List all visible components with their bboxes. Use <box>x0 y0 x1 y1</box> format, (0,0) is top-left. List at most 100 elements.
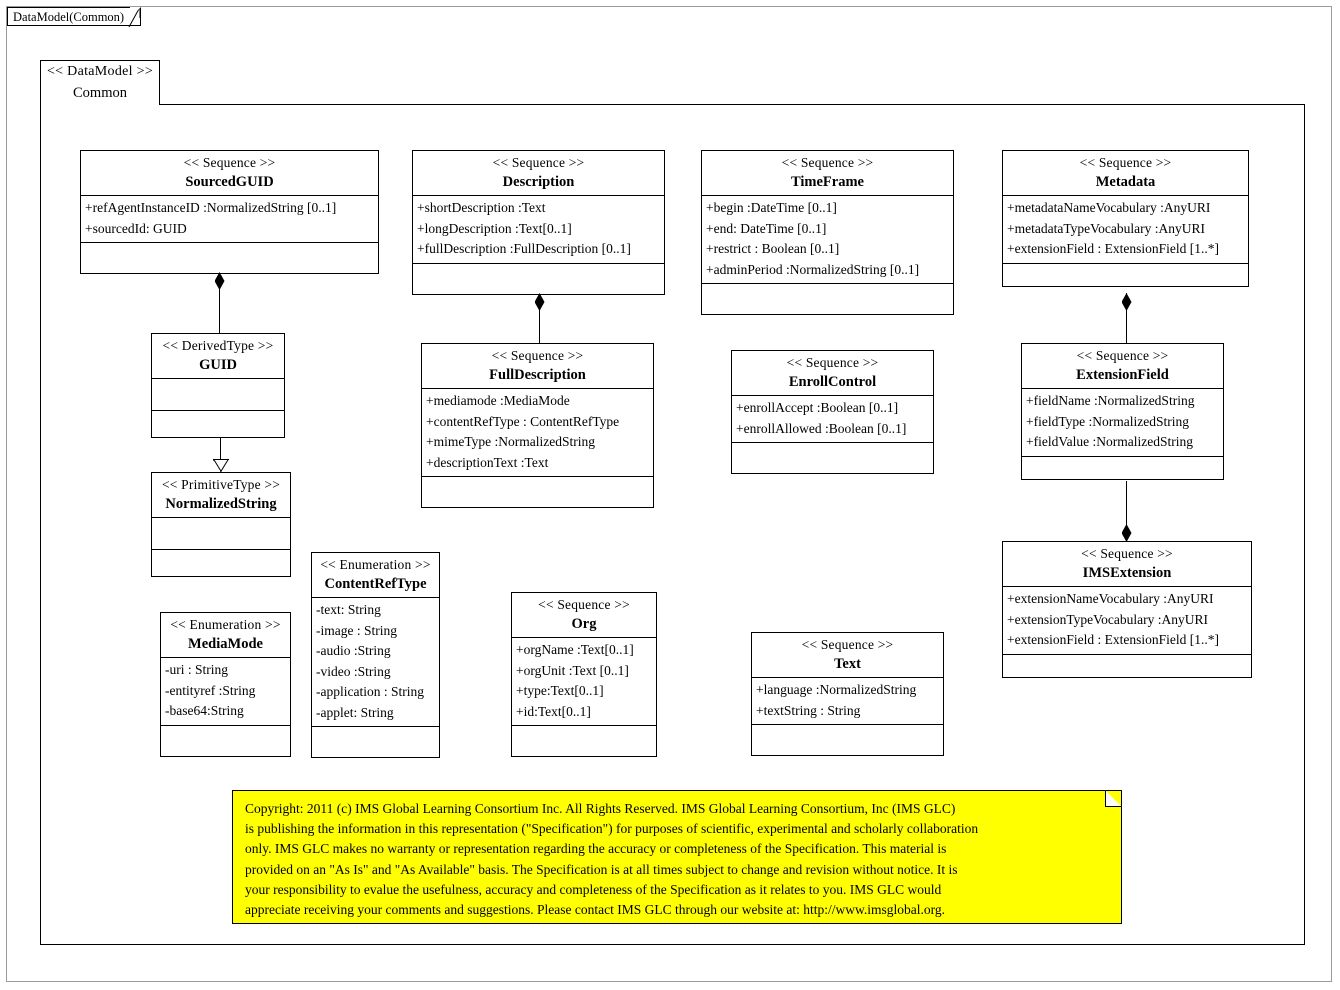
attribute-row: +begin :DateTime [0..1] <box>706 200 837 215</box>
class-operations <box>422 477 653 507</box>
attribute-row: -image : String <box>316 622 397 638</box>
class-header: << Enumeration >> MediaMode <box>161 613 290 658</box>
class-operations <box>81 243 378 273</box>
class-stereotype: << Sequence >> <box>1081 546 1173 561</box>
attribute-row: +fieldName :NormalizedString <box>1026 393 1195 408</box>
class-operations <box>1003 655 1251 677</box>
class-stereotype: << Sequence >> <box>1076 348 1169 363</box>
class-operations <box>152 550 290 576</box>
attribute-row: -text: String <box>316 602 381 617</box>
connector-guid-normalizedstring <box>220 425 221 472</box>
class-contentreftype[interactable]: << Enumeration >> ContentRefType -text: … <box>311 552 440 758</box>
attribute-row: +mimeType :NormalizedString <box>426 434 596 449</box>
class-operations <box>413 264 664 294</box>
class-guid[interactable]: << DerivedType >> GUID <box>151 333 285 438</box>
note-line: Copyright: 2011 (c) IMS Global Learning … <box>245 801 956 816</box>
class-operations <box>1003 264 1248 286</box>
class-stereotype: << DerivedType >> <box>162 338 274 353</box>
class-stereotype: << Enumeration >> <box>170 617 281 632</box>
copyright-note: Copyright: 2011 (c) IMS Global Learning … <box>232 790 1122 924</box>
connector-sourcedguid-guid <box>219 272 220 333</box>
class-name: Metadata <box>1095 174 1156 190</box>
note-line: is publishing the information in this re… <box>245 821 979 837</box>
attribute-row: -application : String <box>316 684 424 699</box>
class-header: << Sequence >> Description <box>413 151 664 196</box>
attribute-row: +sourcedId: GUID <box>85 220 187 236</box>
class-name: MediaMode <box>188 636 263 652</box>
class-name: Text <box>834 656 861 672</box>
class-attributes: +mediamode :MediaMode +contentRefType : … <box>422 389 653 477</box>
class-attributes: +language :NormalizedString +textString … <box>752 678 943 725</box>
class-attributes: +shortDescription :Text +longDescription… <box>413 196 664 264</box>
class-name: ExtensionField <box>1076 367 1169 383</box>
attribute-row: +fieldValue :NormalizedString <box>1026 434 1193 449</box>
class-name: NormalizedString <box>165 496 277 512</box>
class-attributes: +fieldName :NormalizedString +fieldType … <box>1022 389 1223 457</box>
attribute-row: +shortDescription :Text <box>417 200 546 215</box>
attribute-row: +refAgentInstanceID :NormalizedString [0… <box>85 200 337 215</box>
class-enrollcontrol[interactable]: << Sequence >> EnrollControl +enrollAcce… <box>731 350 934 474</box>
class-stereotype: << Sequence >> <box>538 597 630 612</box>
class-stereotype: << Sequence >> <box>1079 155 1172 170</box>
note-line: provided on an "As Is" and "As Available… <box>245 861 958 877</box>
attribute-row: -audio :String <box>316 643 391 658</box>
connector-metadata-extensionfield <box>1126 293 1127 343</box>
class-header: << Enumeration >> ContentRefType <box>312 553 439 598</box>
frame-tab-label: DataModel(Common) <box>13 10 125 24</box>
class-operations <box>512 726 656 756</box>
class-operations <box>732 443 933 473</box>
class-attributes: -uri : String -entityref :String -base64… <box>161 658 290 726</box>
class-org[interactable]: << Sequence >> Org +orgName :Text[0..1] … <box>511 592 657 757</box>
attribute-row: +textString : String <box>756 702 861 718</box>
class-attributes: +orgName :Text[0..1] +orgUnit :Text [0..… <box>512 638 656 726</box>
attribute-row: +id:Text[0..1] <box>516 703 591 719</box>
package-name: Common <box>73 85 127 101</box>
frame-tab: DataModel(Common) <box>7 7 142 28</box>
class-operations <box>152 411 284 437</box>
attribute-row: +extensionField : ExtensionField [1..*] <box>1007 241 1219 256</box>
attribute-row: +contentRefType : ContentRefType <box>426 413 620 429</box>
class-name: ContentRefType <box>324 576 427 592</box>
class-header: << Sequence >> Text <box>752 633 943 678</box>
class-header: << Sequence >> Org <box>512 593 656 638</box>
class-header: << PrimitiveType >> NormalizedString <box>152 473 290 518</box>
class-operations <box>752 725 943 755</box>
class-header: << Sequence >> TimeFrame <box>702 151 953 196</box>
attribute-row: +type:Text[0..1] <box>516 683 604 698</box>
attribute-row: +enrollAllowed :Boolean [0..1] <box>736 420 907 436</box>
class-fulldescription[interactable]: << Sequence >> FullDescription +mediamod… <box>421 343 654 508</box>
class-name: Description <box>502 174 575 190</box>
attribute-row: +metadataNameVocabulary :AnyURI <box>1007 200 1211 215</box>
attribute-row: -uri : String <box>165 662 228 677</box>
attribute-row: +fieldType :NormalizedString <box>1026 413 1190 429</box>
class-attributes: +enrollAccept :Boolean [0..1] +enrollAll… <box>732 396 933 443</box>
class-text[interactable]: << Sequence >> Text +language :Normalize… <box>751 632 944 756</box>
class-imsextension[interactable]: << Sequence >> IMSExtension +extensionNa… <box>1002 541 1252 678</box>
attribute-row: -base64:String <box>165 703 244 718</box>
class-operations <box>312 727 439 757</box>
note-text: Copyright: 2011 (c) IMS Global Learning … <box>233 791 1121 920</box>
class-operations <box>1022 457 1223 479</box>
class-stereotype: << PrimitiveType >> <box>161 477 281 492</box>
attribute-row: -applet: String <box>316 704 394 720</box>
class-sourcedguid[interactable]: << Sequence >> SourcedGUID +refAgentInst… <box>80 150 379 274</box>
class-attributes: -text: String -image : String -audio :St… <box>312 598 439 727</box>
class-description[interactable]: << Sequence >> Description +shortDescrip… <box>412 150 665 295</box>
attribute-row: +mediamode :MediaMode <box>426 393 570 408</box>
class-name: EnrollControl <box>788 374 877 390</box>
class-extensionfield[interactable]: << Sequence >> ExtensionField +fieldName… <box>1021 343 1224 480</box>
note-line: only. IMS GLC makes no warranty or repre… <box>245 841 947 857</box>
class-normalizedstring[interactable]: << PrimitiveType >> NormalizedString <box>151 472 291 577</box>
class-name: GUID <box>199 357 237 373</box>
attribute-row: +adminPeriod :NormalizedString [0..1] <box>706 261 920 277</box>
class-name: TimeFrame <box>790 174 864 190</box>
class-timeframe[interactable]: << Sequence >> TimeFrame +begin :DateTim… <box>701 150 954 315</box>
attribute-row: +metadataTypeVocabulary :AnyURI <box>1007 220 1205 236</box>
frame-tab-corner-icon <box>127 7 141 28</box>
class-mediamode[interactable]: << Enumeration >> MediaMode -uri : Strin… <box>160 612 291 757</box>
attribute-row: +language :NormalizedString <box>756 682 917 697</box>
attribute-row: +restrict : Boolean [0..1] <box>706 241 840 256</box>
class-metadata[interactable]: << Sequence >> Metadata +metadataNameVoc… <box>1002 150 1249 287</box>
attribute-row: +descriptionText :Text <box>426 454 549 470</box>
attribute-row: -entityref :String <box>165 682 256 698</box>
